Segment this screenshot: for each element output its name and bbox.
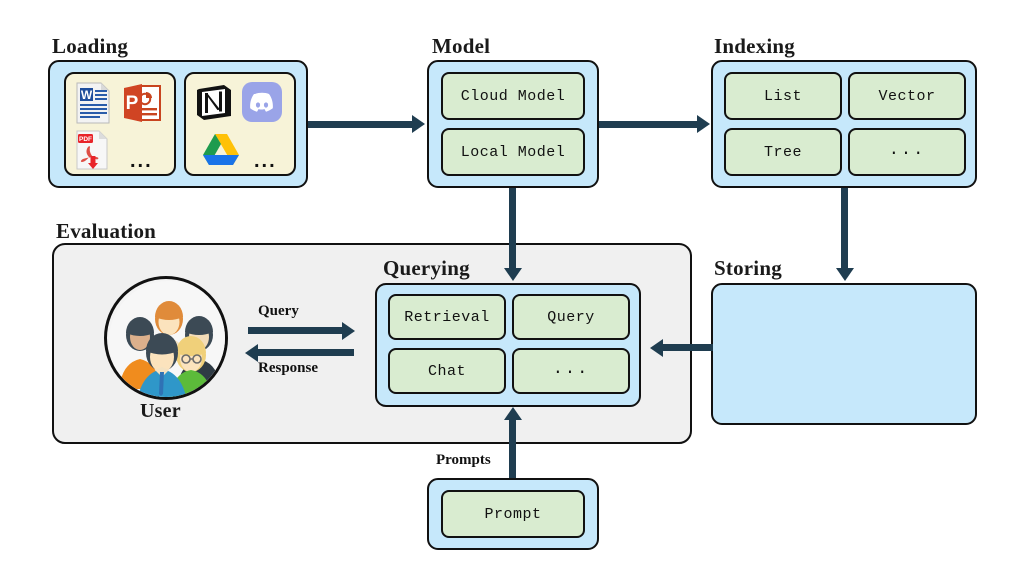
section-label-indexing: Indexing [714, 34, 795, 58]
svg-text:W: W [81, 88, 93, 102]
edge-label-query: Query [258, 303, 299, 319]
section-label-storing: Storing [714, 256, 782, 280]
section-label-loading: Loading [52, 34, 129, 58]
querying-chip-more[interactable]: ... [512, 348, 630, 394]
section-label-evaluation: Evaluation [56, 219, 157, 243]
user-group-avatar[interactable] [104, 276, 228, 400]
querying-chip-query[interactable]: Query [512, 294, 630, 340]
google-drive-icon [203, 134, 239, 165]
prompts-chip-prompt[interactable]: Prompt [441, 490, 585, 538]
indexing-chip-vector[interactable]: Vector [848, 72, 966, 120]
indexing-chip-tree[interactable]: Tree [724, 128, 842, 176]
notion-icon [197, 85, 231, 120]
model-chip-cloud-model[interactable]: Cloud Model [441, 72, 585, 120]
word-icon: W [76, 82, 110, 124]
loading-apps-more: ... [254, 150, 277, 172]
loading-documents-more: ... [130, 150, 153, 172]
model-chip-local-model[interactable]: Local Model [441, 128, 585, 176]
querying-chip-chat[interactable]: Chat [388, 348, 506, 394]
indexing-chip-list[interactable]: List [724, 72, 842, 120]
querying-chip-retrieval[interactable]: Retrieval [388, 294, 506, 340]
loading-card-apps[interactable]: ... [184, 72, 296, 176]
section-label-querying: Querying [383, 256, 470, 280]
edge-label-response: Response [258, 360, 319, 376]
svg-text:PDF: PDF [79, 136, 92, 143]
svg-text:P: P [126, 93, 139, 114]
edge-label-prompts: Prompts [436, 452, 491, 468]
indexing-chip-more[interactable]: ... [848, 128, 966, 176]
powerpoint-icon: P [124, 84, 161, 122]
discord-icon [242, 82, 282, 122]
user-label: User [140, 400, 181, 422]
section-label-model: Model [432, 34, 491, 58]
pdf-icon: PDF [76, 130, 108, 170]
storing-container [711, 283, 977, 425]
loading-card-documents[interactable]: W P PDF [64, 72, 176, 176]
